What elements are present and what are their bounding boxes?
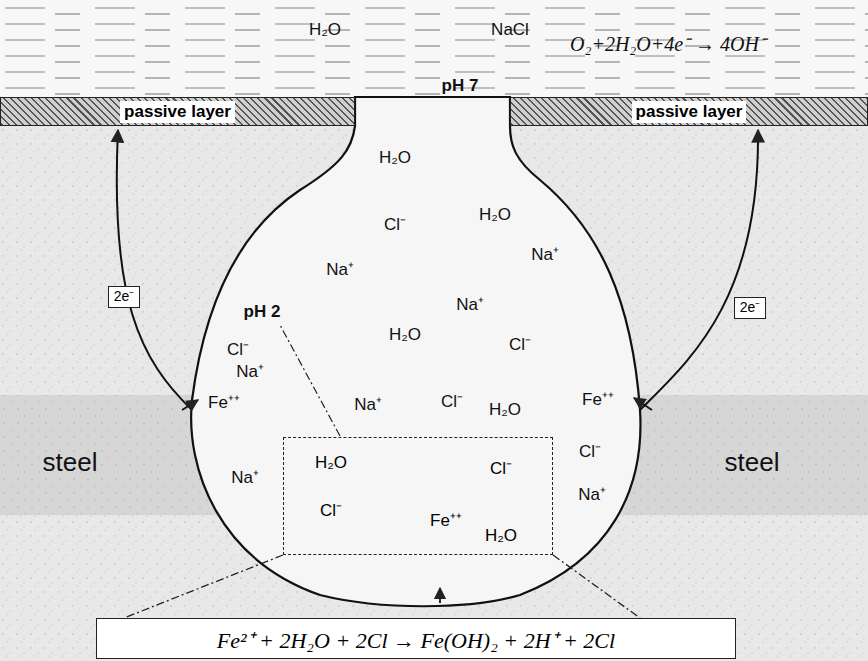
node-text: H₂O <box>485 527 517 546</box>
leader-line <box>280 325 340 436</box>
reaction-equation: O₂+2H₂O+4e⁻ → 4OH⁻ <box>570 33 766 55</box>
ion-label: Na⁺ <box>354 396 382 415</box>
electron-box: 2e⁻ <box>734 297 767 318</box>
ion-label: H₂O <box>389 326 421 345</box>
ion-label: Fe⁺⁺ <box>582 391 614 410</box>
node-text: Fe⁺⁺ <box>430 512 462 531</box>
ion-label: Cl⁻ <box>441 393 463 412</box>
passive-layer: passive layer <box>0 97 355 126</box>
node-text: 2e⁻ <box>740 299 761 315</box>
ion-label: Na⁺ <box>578 486 606 505</box>
water <box>0 0 868 97</box>
node-text: passive layer <box>632 101 747 123</box>
current-path <box>117 130 192 410</box>
ion-label: Cl⁻ <box>384 216 406 235</box>
ion-arrow <box>634 398 652 410</box>
ion-label: Na⁺ <box>531 246 559 265</box>
material-label: steel <box>43 448 98 477</box>
detail-frame: H₂O Cl⁻ Cl⁻ H₂O Fe⁺⁺ <box>283 437 553 555</box>
node-text: H₂O <box>315 454 347 473</box>
salt-label: NaCl <box>491 21 529 40</box>
ion-label: Na⁺ <box>236 363 264 382</box>
ion-label: Cl⁻ <box>579 443 601 462</box>
ion-arrow <box>182 400 198 410</box>
ion-label: Na⁺ <box>456 296 484 315</box>
material-label: steel <box>725 448 780 477</box>
ion-label: Fe⁺⁺ <box>208 394 240 413</box>
leader-connector <box>124 555 283 618</box>
ion-label: H₂O <box>379 149 411 168</box>
ion-label: Cl⁻ <box>227 341 249 360</box>
ph-label: pH 2 <box>244 303 281 322</box>
ion-label: Na⁺ <box>231 469 259 488</box>
ion-label: Na⁺ <box>326 261 354 280</box>
passive-layer: passive layer <box>510 97 868 126</box>
electron-box: 2e⁻ <box>108 286 141 307</box>
ion-label: H₂O <box>489 401 521 420</box>
current-path <box>640 130 758 410</box>
ion-label: Cl⁻ <box>509 336 531 355</box>
node-text: Fe²⁺ + 2H₂O + 2Cl → Fe(OH)₂ + 2H⁺ + 2Cl <box>217 624 615 654</box>
node-text: Cl⁻ <box>320 502 342 521</box>
ion-arrow <box>439 588 441 603</box>
pit <box>191 97 640 606</box>
node-text: Cl⁻ <box>490 460 512 479</box>
ion-label: H₂O <box>479 206 511 225</box>
reaction-box: Fe²⁺ + 2H₂O + 2Cl → Fe(OH)₂ + 2H⁺ + 2Cl <box>96 618 736 659</box>
ph-label: pH 7 <box>442 77 479 96</box>
node-text: passive layer <box>120 101 235 123</box>
water-label: H₂O <box>309 21 341 40</box>
node-text: 2e⁻ <box>114 288 135 304</box>
leader-line <box>553 555 640 618</box>
